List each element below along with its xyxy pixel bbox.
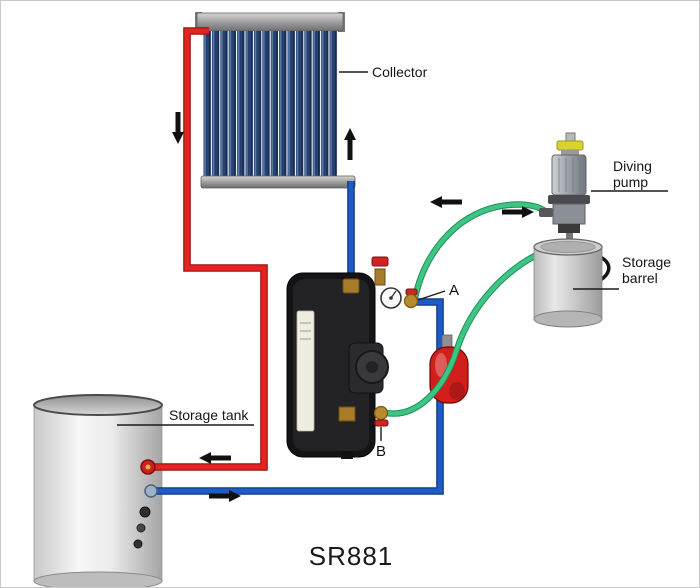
storage-barrel-label-line2: barrel [622, 270, 658, 286]
tank-port-1 [139, 506, 151, 518]
barrel-body [533, 246, 603, 320]
vessel-shadow [449, 382, 465, 400]
barrel-bottom [533, 310, 603, 328]
tube-supply [412, 202, 548, 299]
pump-collar [548, 195, 590, 204]
tube-return [385, 245, 553, 416]
vessel-highlight [435, 353, 447, 377]
point-a-leader-line [417, 290, 446, 301]
fitting-b-handle [374, 419, 389, 427]
pump-base [558, 224, 580, 233]
fitting-b [373, 405, 389, 427]
collector-top-manifold [196, 12, 344, 32]
diving-pump-label-line2: pump [613, 174, 648, 190]
storage-tank [33, 394, 163, 587]
pump-lower-body [552, 203, 586, 225]
point-a-label: A [449, 282, 459, 299]
pump-station [286, 256, 402, 459]
hot-pipe [151, 27, 268, 471]
bottom-brass-fitting [338, 406, 356, 422]
tank-body [33, 403, 163, 582]
pump-motor [551, 154, 587, 196]
fitting-b-body [373, 405, 389, 421]
inlet-elbow [342, 278, 360, 294]
model-label: SR881 [309, 541, 394, 571]
barrel-rim-inner [540, 241, 596, 253]
point-b-label: B [376, 443, 386, 460]
storage-tank-label: Storage tank [169, 407, 249, 423]
transfer-tubes [385, 201, 554, 417]
tube-return-outline [385, 245, 554, 417]
pump-outlet [539, 208, 553, 217]
hot-pipe-run [151, 28, 267, 470]
flow-arrow-left-tank [199, 452, 231, 464]
solar-collector [195, 12, 356, 189]
diving-pump [539, 132, 590, 245]
safety-valve-cap [371, 256, 389, 267]
tank-top [33, 394, 163, 416]
flow-arrow-up-cold [344, 128, 356, 160]
labels: Collector Storage tank Diving pump Stora… [117, 64, 671, 571]
collector-label: Collector [372, 64, 428, 80]
flow-arrow-down-hot [172, 112, 184, 144]
tank-hot-valve-core [145, 464, 151, 470]
pump-yellow-cap [556, 140, 584, 151]
flow-arrow-left-tube [430, 196, 462, 208]
storage-barrel-label-line1: Storage [622, 254, 671, 270]
tank-bottom [33, 571, 163, 587]
diving-pump-label-line1: Diving [613, 158, 652, 174]
safety-valve-tee [374, 268, 386, 286]
fitting-a [403, 288, 419, 309]
tank-fittings [133, 459, 158, 549]
pump-drop-tube [566, 231, 573, 245]
tank-port-2 [136, 523, 146, 533]
collector-tube-array [203, 31, 338, 177]
fitting-a-body [403, 293, 419, 309]
bottom-stub [341, 451, 353, 459]
pump-neck [561, 150, 579, 156]
pump-head-cap [366, 361, 378, 373]
collector-bottom-rail [200, 175, 356, 189]
pump-station-label-strip [296, 310, 315, 432]
tank-cold-fitting [144, 484, 158, 498]
tank-sensor-port [133, 539, 143, 549]
storage-barrel [533, 238, 611, 328]
gauge-needle [390, 290, 397, 299]
